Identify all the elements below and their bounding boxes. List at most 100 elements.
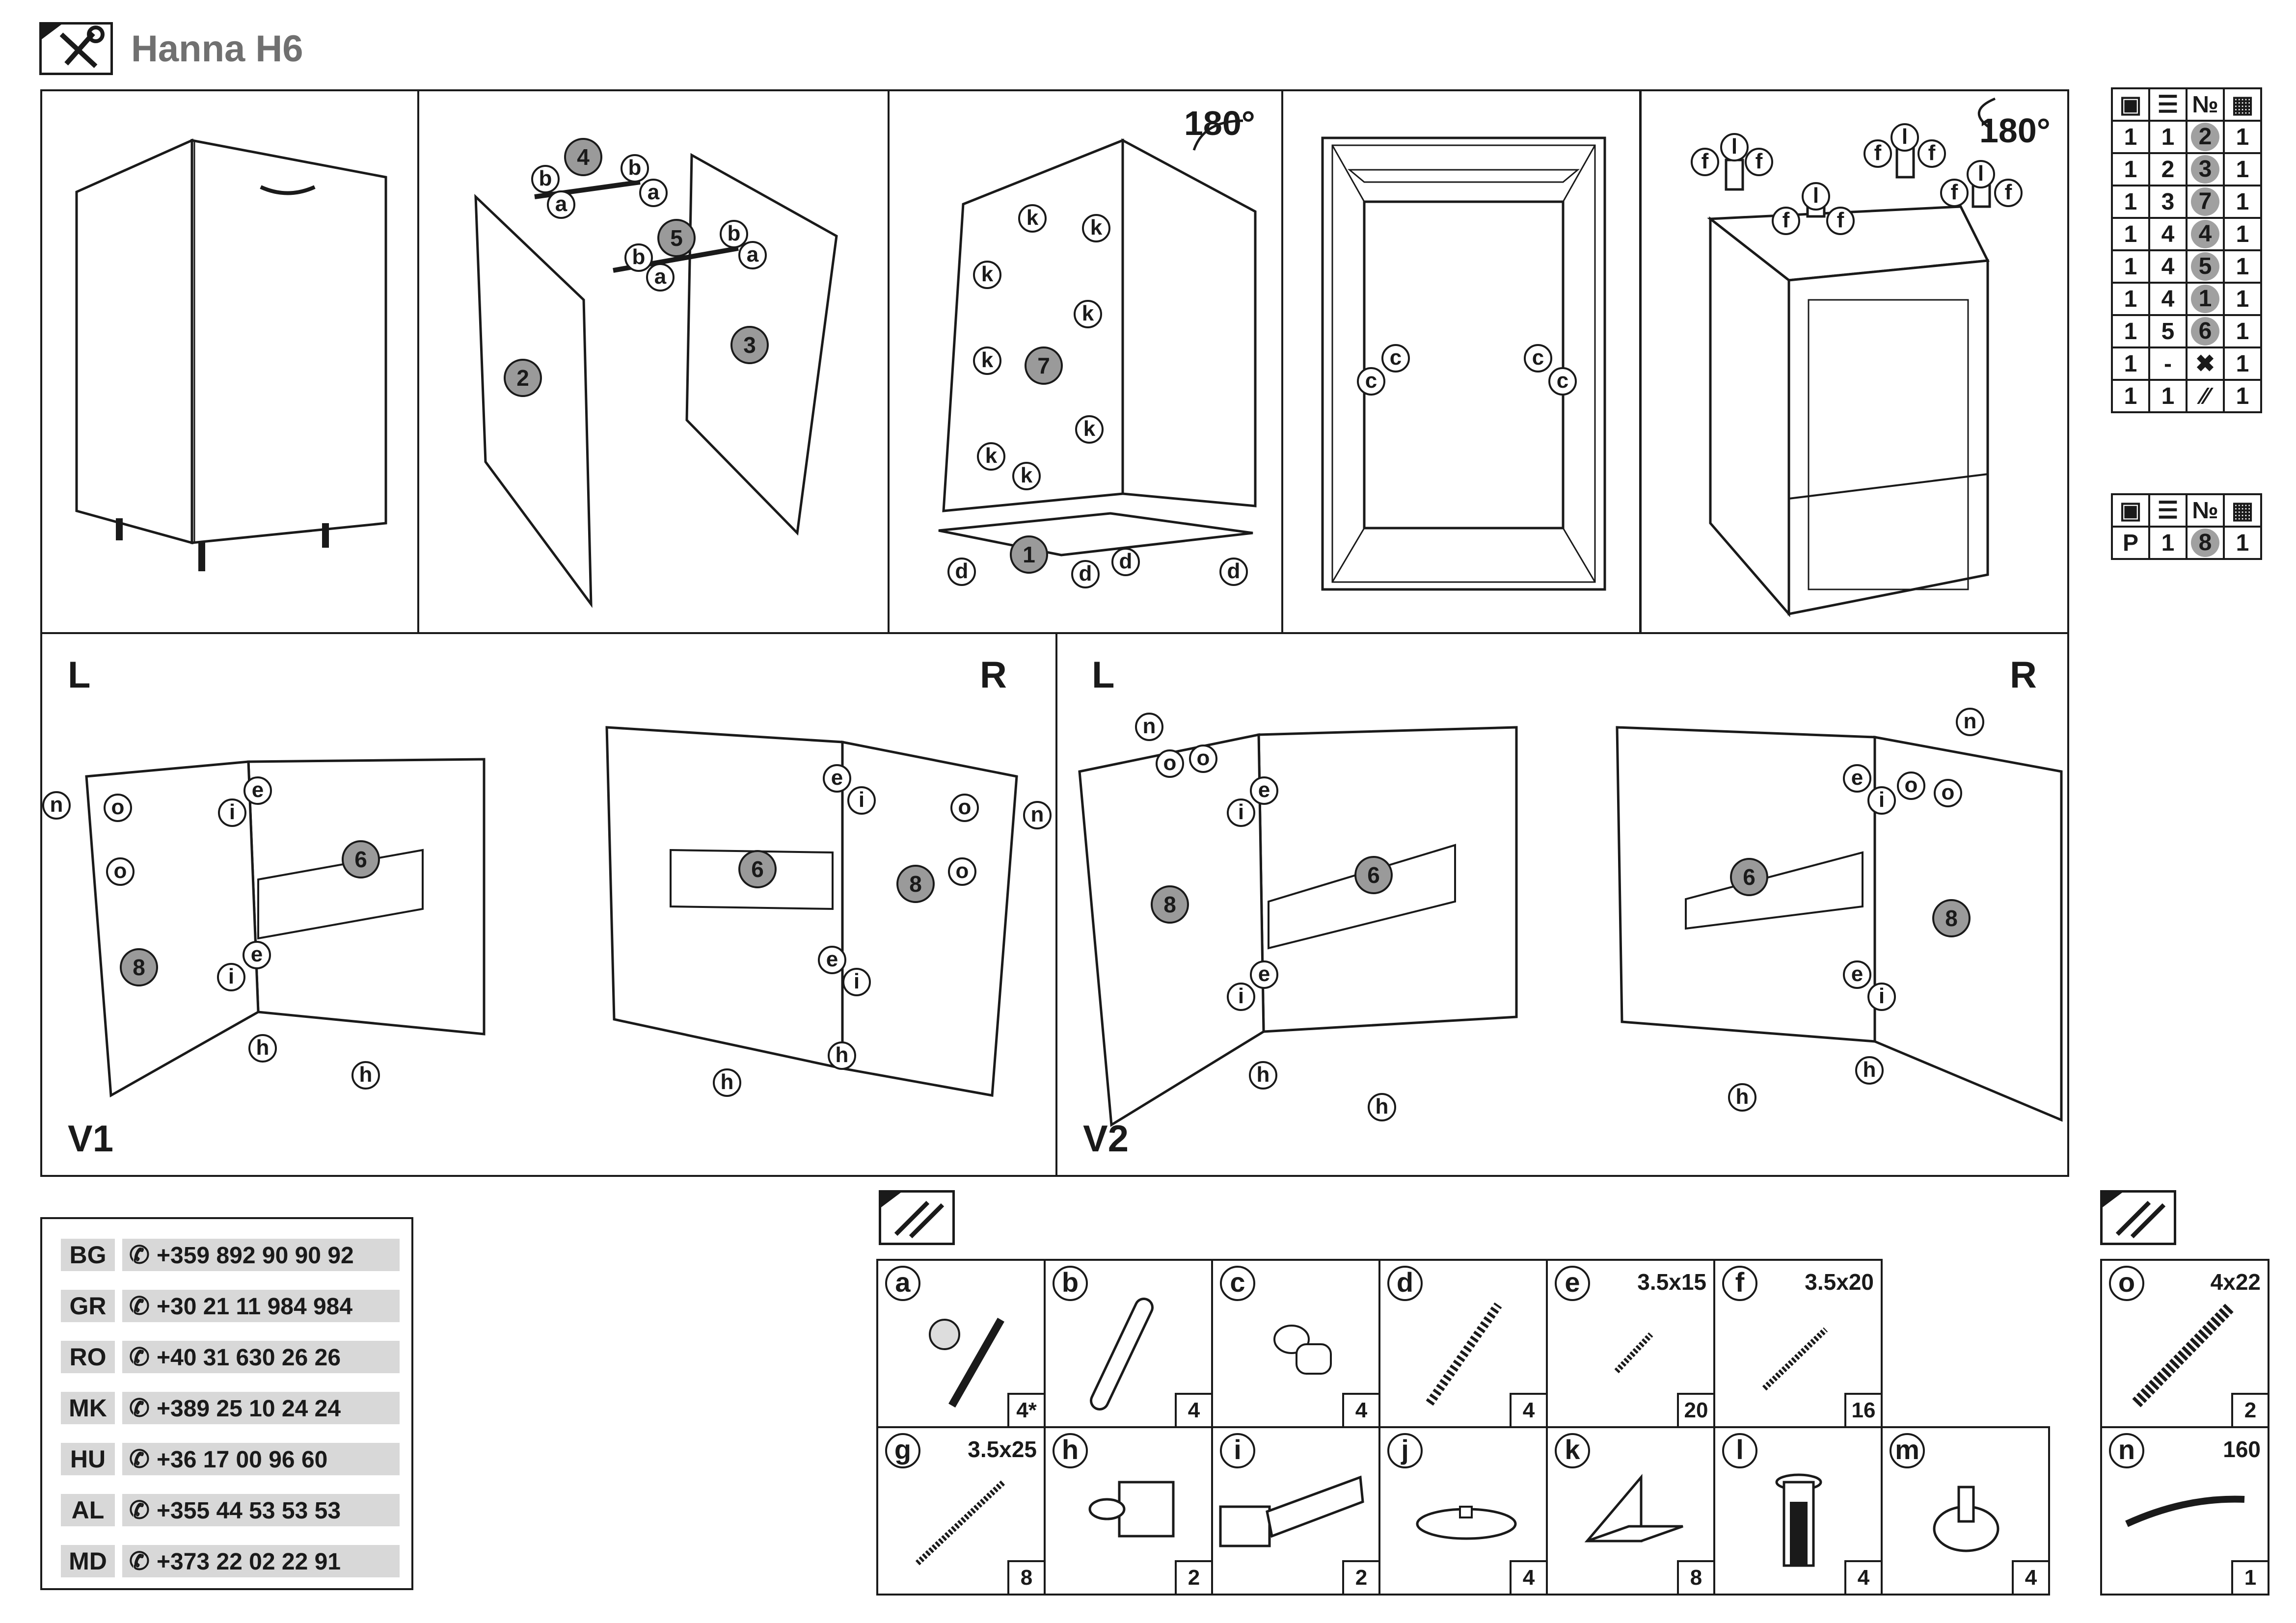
contact-row: MD ✆ +373 22 02 22 91 [61,1545,400,1577]
hardware-quantity: 8 [1677,1560,1715,1596]
part-number-8: 8 [896,865,935,903]
phone-icon: ✆ [129,1343,150,1371]
hardware-quantity: 8 [1007,1560,1046,1596]
table-row: 1 1 2 1 [2111,120,2262,154]
hardware-quantity: 2 [1175,1560,1213,1596]
part-number-6: 6 [1730,858,1768,896]
contact-row: RO ✆+40 31 630 26 26 [61,1341,400,1373]
callout-i: i [218,798,246,827]
callout-e: e [1843,764,1871,793]
dowel-icon [1090,1298,1154,1410]
hardware-quantity: 16 [1844,1393,1883,1428]
callout-h: h [828,1041,856,1070]
callout-e: e [1250,960,1278,989]
confirmat-screw-icon [1426,1302,1502,1406]
part-circle: 5 [2191,252,2219,281]
hardware-quantity: 4 [1510,1393,1548,1428]
table-cell: 1 [2111,152,2150,186]
hardware-bag-icon [2100,1190,2176,1245]
contact-row: GR ✆+30 21 11 984 984 [61,1290,400,1322]
box-icon: ▣ [2111,87,2150,122]
phone-number: ✆+389 25 10 24 24 [122,1392,400,1424]
table-cell: 7 [2186,185,2225,219]
table-cell: 1 [2111,379,2150,413]
part-number-6: 6 [738,850,777,888]
callout-c: c [1381,344,1410,372]
handle-screw-icon [2132,1303,2234,1408]
cabinet-legs-illustration [1707,97,1996,617]
corner-bracket-icon [1584,1474,1683,1543]
variant-v1-label: V1 [68,1118,113,1160]
phone-icon: ✆ [129,1394,150,1422]
screws-icon [2103,1193,2166,1239]
hardware-letter: f [1722,1266,1757,1301]
callout-e: e [1843,960,1871,989]
callout-f: f [1691,148,1719,176]
country-code: MD [61,1545,115,1577]
callout-k: k [1075,415,1104,444]
wrench-screwdriver-icon [42,25,105,68]
callout-k: k [973,346,1001,375]
hardware-quantity: 4* [1007,1393,1046,1428]
country-code: BG [61,1239,115,1271]
callout-a: a [639,179,668,207]
rotate-180-label: 180° [1979,111,2051,150]
screw-icon [1614,1332,1653,1374]
table-cell: 5 [2186,249,2225,284]
phone-icon: ✆ [129,1445,150,1473]
cam-lock-icon [929,1318,1004,1408]
right-label: R [980,654,1007,696]
table-cell: - [2148,346,2188,381]
phone-number: ✆+36 17 00 96 60 [122,1443,400,1475]
table-cell: 1 [2223,379,2262,413]
hardware-letter: k [1555,1433,1590,1468]
v2-cabinet-illustrations [1078,726,2063,1127]
callout-o: o [950,794,979,822]
parts-table-door: ▣ ☰ № ▦ P 1 8 1 [2111,493,2262,560]
callout-b: b [624,243,653,272]
phone-icon: ✆ [129,1547,150,1575]
adjustable-leg-icon [1775,1473,1822,1567]
step-panel-1 [40,89,419,634]
table-row: 1 1 ∕∕ 1 [2111,379,2262,413]
tools-icon: ✖ [2186,346,2225,381]
callout-h: h [248,1034,277,1063]
leg-bracket-icon [1088,1481,1175,1538]
callout-f: f [1940,179,1969,207]
v1-cabinet-illustrations [85,726,1018,1098]
part-circle: 8 [2191,529,2219,557]
phone-icon: ✆ [129,1496,150,1524]
table-cell: 1 [2223,314,2262,348]
part-circle: 3 [2191,155,2219,184]
part-circle: 7 [2191,187,2219,216]
hardware-letter: m [1890,1433,1925,1468]
phone-number: ✆+40 31 630 26 26 [122,1341,400,1373]
part-circle: 2 [2191,123,2219,151]
table-row: 1 5 6 1 [2111,314,2262,348]
hardware-cell-b: b 4 [1044,1259,1213,1428]
hardware-letter: h [1053,1433,1088,1468]
table-cell: 1 [2111,282,2150,316]
callout-c: c [1548,367,1577,396]
callout-n: n [1956,708,1984,736]
box-icon: ▣ [2111,493,2150,528]
callout-h: h [1728,1083,1756,1112]
hardware-cell-e: e 3.5x15 20 [1546,1259,1715,1428]
callout-c: c [1357,367,1385,396]
callout-l: l [1891,123,1919,152]
hardware-letter: o [2109,1266,2144,1301]
table-cell: 3 [2148,185,2188,219]
felt-pad-icon [1416,1506,1517,1540]
callout-i: i [1227,983,1255,1011]
callout-b: b [531,165,560,193]
screws-icon [881,1193,945,1239]
hardware-quantity: 4 [2012,1560,2050,1596]
phone-text: +373 22 02 22 91 [157,1549,341,1575]
table-cell: 1 [2148,379,2188,413]
hardware-size: 160 [2223,1437,2261,1462]
country-code: GR [61,1290,115,1322]
callout-o: o [106,857,135,886]
callout-e: e [243,776,272,805]
hardware-cell-h: h 2 [1044,1426,1213,1596]
hardware-letter: g [885,1433,920,1468]
